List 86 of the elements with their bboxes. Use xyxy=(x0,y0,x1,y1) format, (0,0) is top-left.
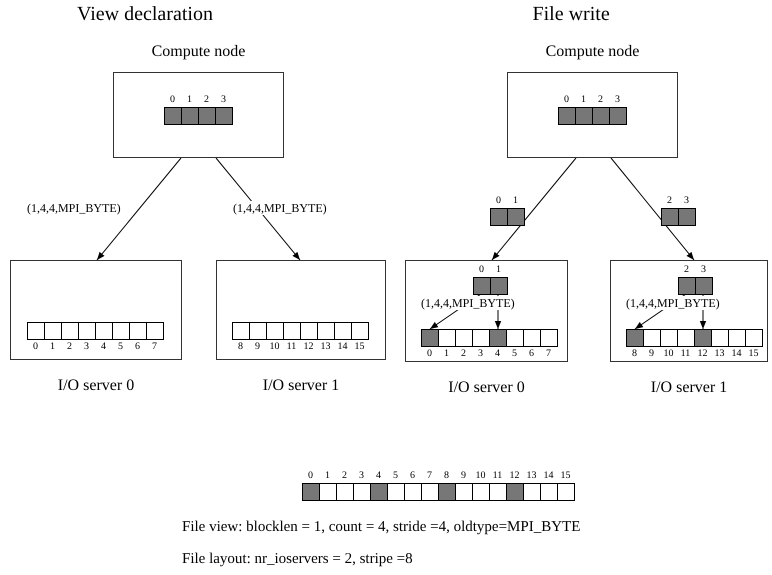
cell-index: 0 xyxy=(32,341,39,353)
node-title: I/O server 1 xyxy=(262,376,340,396)
cell-index: 7 xyxy=(545,348,552,360)
arrow xyxy=(494,294,502,330)
cell-index: 12 xyxy=(302,341,314,353)
cell-index: 13 xyxy=(526,470,538,482)
cell-index: 15 xyxy=(560,470,572,482)
arrow xyxy=(216,158,300,260)
arrow xyxy=(96,158,182,260)
cell-index: 15 xyxy=(354,341,366,353)
cell-index: 3 xyxy=(358,470,365,482)
cell-index: 1 xyxy=(186,94,193,106)
cell-index: 5 xyxy=(392,470,399,482)
cell-index: 1 xyxy=(49,341,56,353)
node-title: I/O server 1 xyxy=(650,378,728,398)
node-title: I/O server 0 xyxy=(56,376,136,396)
cell-index: 6 xyxy=(528,348,535,360)
cell-index: 14 xyxy=(542,470,554,482)
cell-index: 6 xyxy=(409,470,416,482)
cell-index: 8 xyxy=(237,341,244,353)
cell-index: 12 xyxy=(508,470,520,482)
cell-index: 3 xyxy=(220,94,227,106)
cell-index: 9 xyxy=(460,470,467,482)
note-text: File layout: nr_ioservers = 2, stripe =8 xyxy=(182,550,413,569)
node-title: Compute node xyxy=(150,42,246,62)
cell-index: 10 xyxy=(474,470,486,482)
cell-index: 1 xyxy=(495,264,502,276)
edge-label: (1,4,4,MPI_BYTE) xyxy=(421,296,515,310)
node-title: Compute node xyxy=(544,42,640,62)
cell-index: 1 xyxy=(443,348,450,360)
arrow xyxy=(634,294,686,330)
cell-index: 10 xyxy=(268,341,280,353)
cell-index: 14 xyxy=(730,348,742,360)
panel-heading: File write xyxy=(532,2,610,26)
cell-index: 0 xyxy=(478,264,485,276)
node-title: I/O server 0 xyxy=(447,378,526,398)
cell-index: 2 xyxy=(460,348,467,360)
cell-index: 5 xyxy=(511,348,518,360)
cell-index: 1 xyxy=(324,470,331,482)
arrow xyxy=(610,158,694,260)
cell-index: 5 xyxy=(117,341,124,353)
cell-index: 3 xyxy=(477,348,484,360)
cell-index: 3 xyxy=(683,195,690,207)
panel-heading: View declaration xyxy=(77,2,213,26)
cell-index: 2 xyxy=(66,341,73,353)
cell-index: 2 xyxy=(597,94,604,106)
arrow xyxy=(700,294,706,330)
cell-index: 4 xyxy=(494,348,501,360)
cell-index: 7 xyxy=(151,341,158,353)
cell-index: 0 xyxy=(563,94,570,106)
cell-index: 3 xyxy=(83,341,90,353)
cell-index: 0 xyxy=(495,195,502,207)
cell-index: 13 xyxy=(320,341,332,353)
cell-index: 6 xyxy=(134,341,141,353)
cell-index: 4 xyxy=(100,341,107,353)
cell-index: 2 xyxy=(341,470,348,482)
cell-index: 8 xyxy=(443,470,450,482)
cell-index: 9 xyxy=(648,348,655,360)
cell-index: 0 xyxy=(426,348,433,360)
cell-index: 7 xyxy=(426,470,433,482)
edge-label: (1,4,4,MPI_BYTE) xyxy=(233,201,327,215)
cell-index: 11 xyxy=(680,348,692,360)
cell-index: 3 xyxy=(614,94,621,106)
note-text: File view: blocklen = 1, count = 4, stride =4, oldtype=MPI_BYTE xyxy=(182,518,580,537)
cell-index: 15 xyxy=(748,348,760,360)
cell-index: 2 xyxy=(203,94,210,106)
cell-index: 11 xyxy=(286,341,298,353)
cell-index: 2 xyxy=(666,195,673,207)
cell-index: 14 xyxy=(336,341,348,353)
cell-index: 4 xyxy=(375,470,382,482)
cell-index: 0 xyxy=(307,470,314,482)
cell-index: 1 xyxy=(580,94,587,106)
cell-index: 3 xyxy=(700,264,707,276)
arrow xyxy=(430,294,482,330)
cell-index: 13 xyxy=(714,348,726,360)
cell-index: 0 xyxy=(169,94,176,106)
edge-label: (1,4,4,MPI_BYTE) xyxy=(626,296,720,310)
arrow xyxy=(492,158,576,260)
cell-index: 11 xyxy=(492,470,504,482)
edge-label: (1,4,4,MPI_BYTE) xyxy=(27,201,121,215)
cell-index: 12 xyxy=(696,348,708,360)
cell-index: 1 xyxy=(512,195,519,207)
cell-index: 9 xyxy=(254,341,261,353)
cell-index: 8 xyxy=(631,348,638,360)
cell-index: 10 xyxy=(662,348,674,360)
cell-index: 2 xyxy=(683,264,690,276)
